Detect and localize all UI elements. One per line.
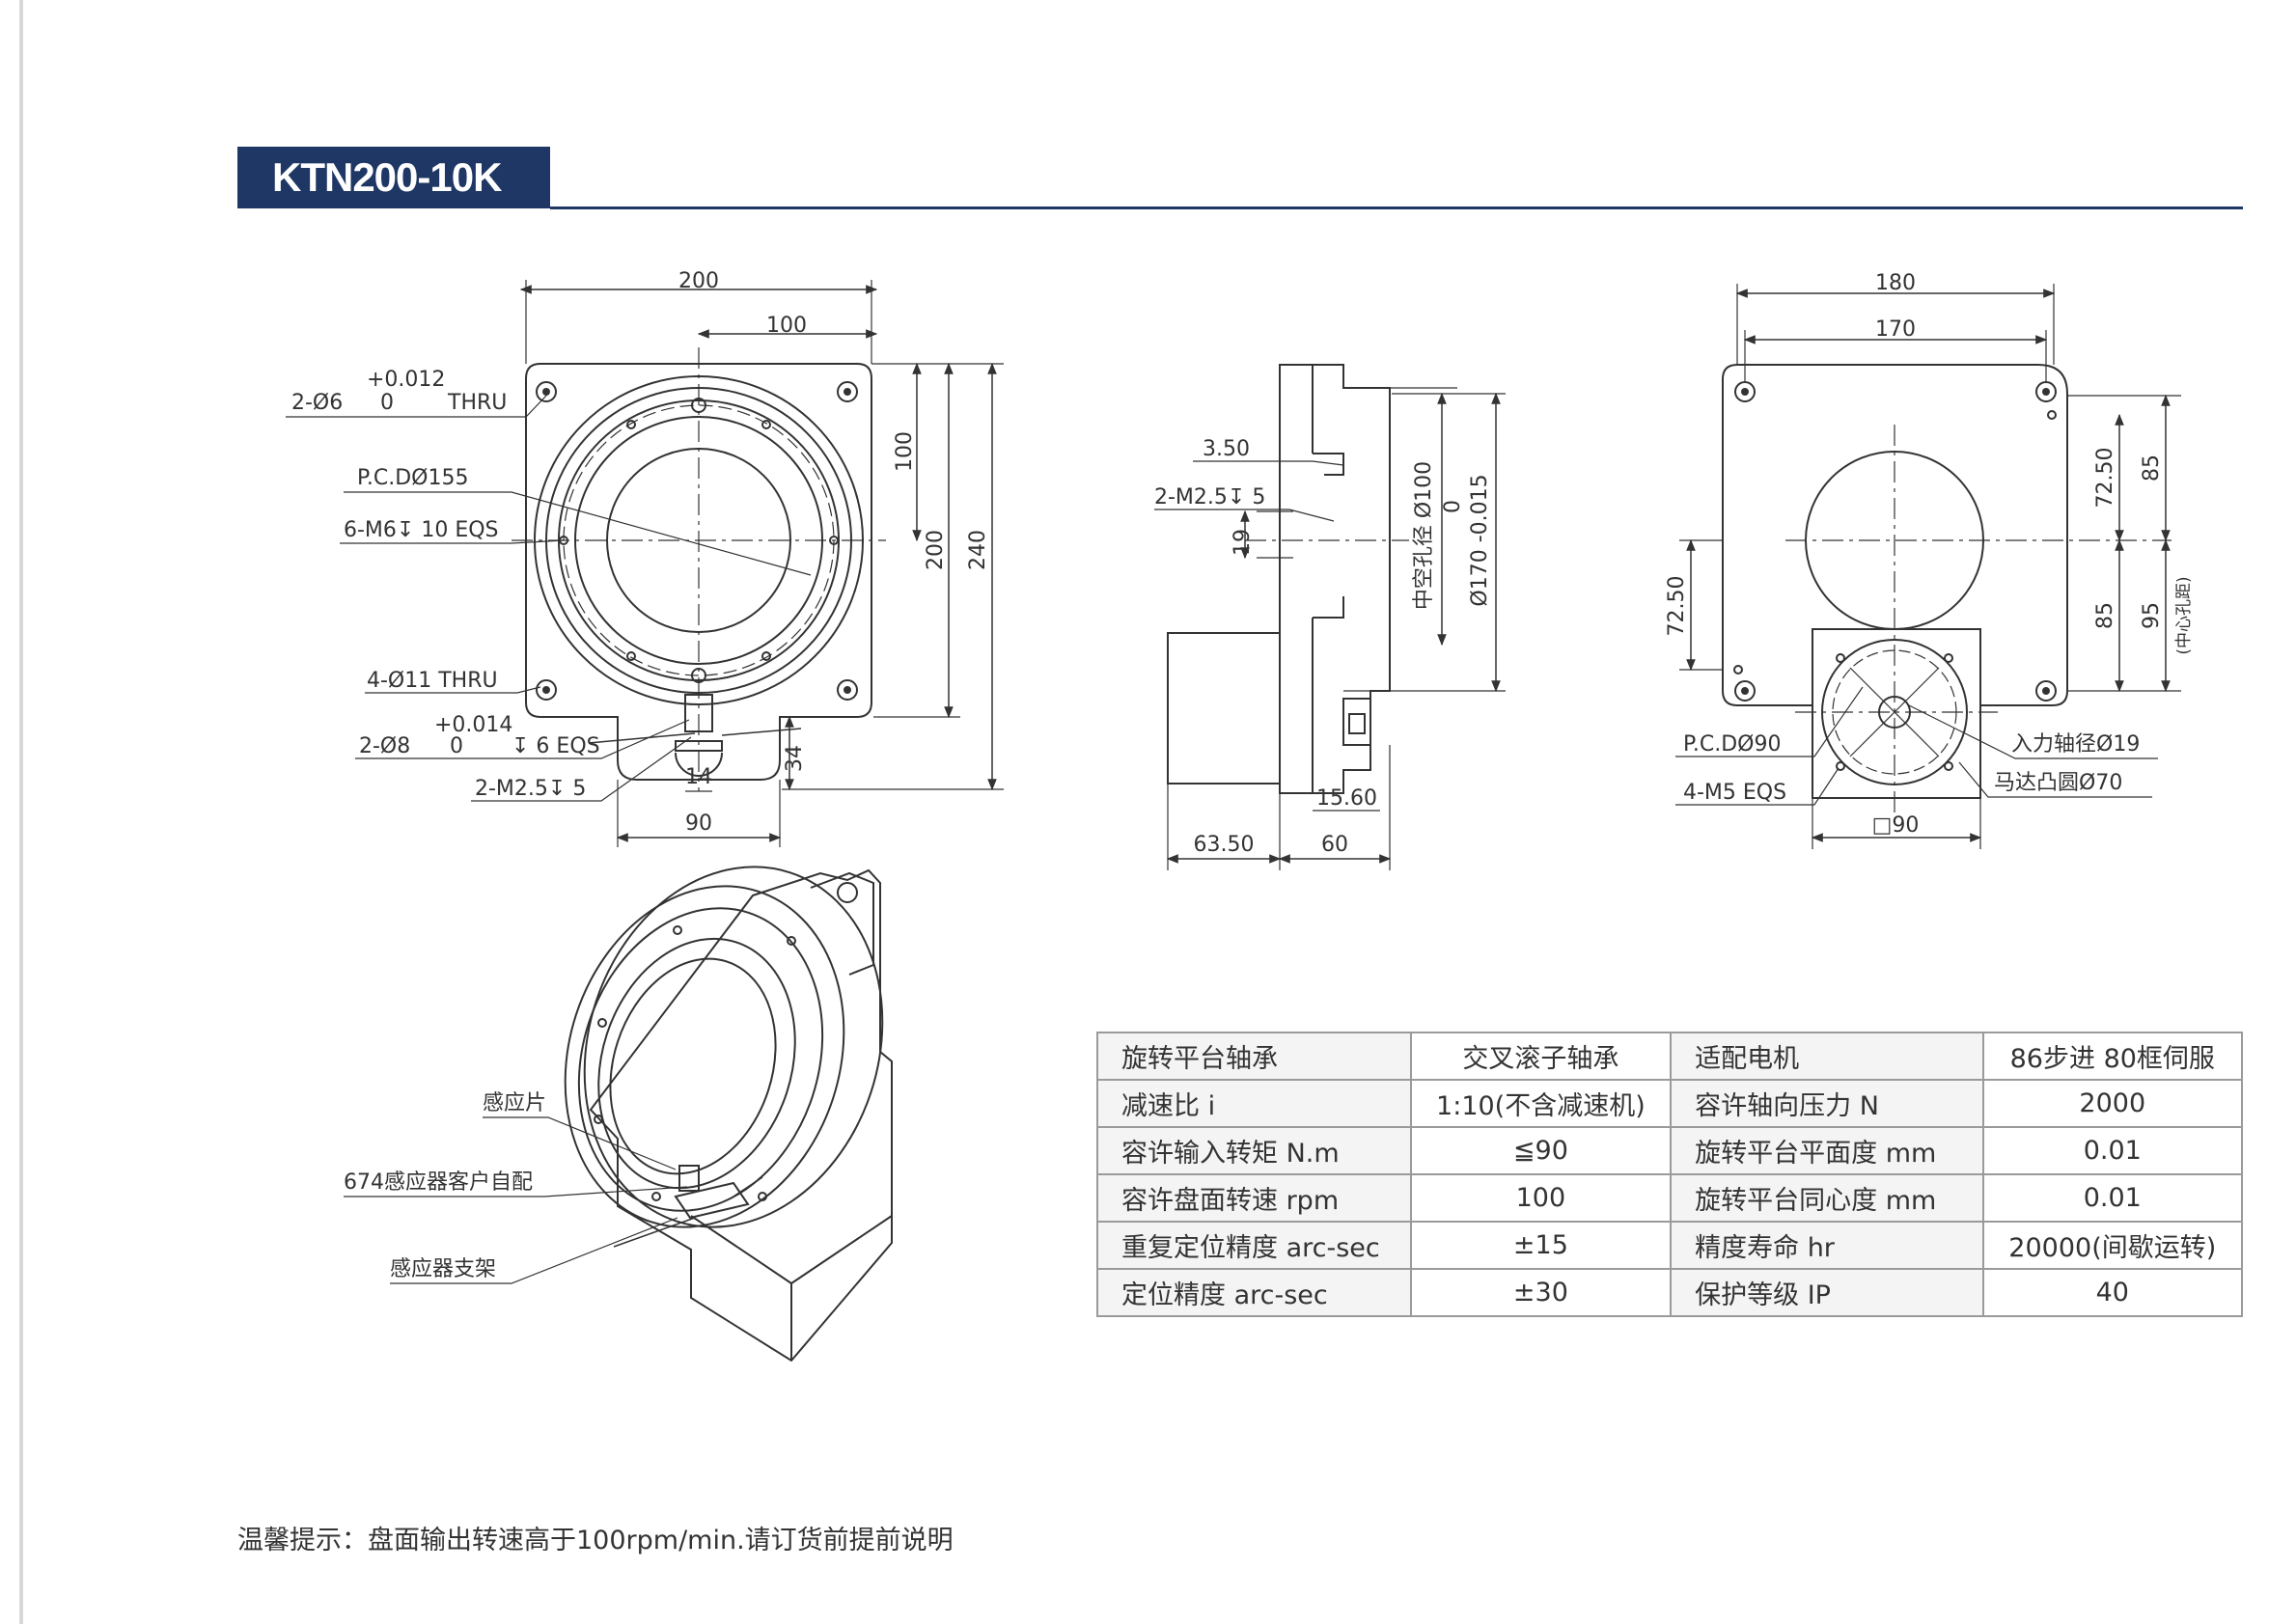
table-row: 定位精度 arc-sec ±30 保护等级 IP 40 [1096,1268,2244,1317]
dim-15-60: 15.60 [1316,786,1377,811]
dim-100-half: 100 [766,314,807,338]
hole6-prefix: 2-Ø6 [291,391,343,415]
spec-label: 定位精度 arc-sec [1096,1268,1412,1317]
m25-side-label: 2-M2.5↧ 5 [1154,485,1265,509]
dim-200-height: 200 [924,530,948,570]
spec-label: 精度寿命 hr [1670,1221,1984,1270]
spec-value: 86步进 80框伺服 [1981,1032,2244,1081]
sensor-plate-label: 感应片 [483,1091,546,1115]
spec-label: 旋转平台平面度 mm [1670,1126,1984,1175]
dim-19: 19 [1231,529,1255,556]
spec-value: ±30 [1409,1268,1673,1317]
spec-value: 0.01 [1981,1126,2244,1175]
dim-14: 14 [685,765,712,789]
dim-240-height: 240 [966,530,990,570]
sensor-bracket-label: 感应器支架 [390,1257,496,1281]
hole8-prefix: 2-Ø8 [359,734,410,758]
m25-front-label: 2-M2.5↧ 5 [475,777,586,801]
spec-label: 容许盘面转速 rpm [1096,1173,1412,1223]
spec-value: ≦90 [1409,1126,1673,1175]
hole6-thru: THRU [447,391,507,415]
side-view-labels: 3.50 2-M2.5↧ 5 19 中空孔径 Ø100 0 Ø170 -0.01… [1154,437,1492,857]
dim-90: 90 [685,812,712,836]
header-rule [550,206,2243,209]
spec-value: 2000 [1981,1079,2244,1128]
spec-label: 旋转平台同心度 mm [1670,1173,1984,1223]
isometric-view [344,866,893,1363]
model-header: KTN200-10K [237,147,2243,210]
back-view-labels: 180 170 72.50 85 85 95 (中心孔距) 72.50 P.C.… [1665,271,2194,838]
dim-85-top: 85 [2140,454,2164,482]
side-view [1154,364,1506,870]
m5-label: 4-M5 EQS [1683,781,1786,805]
dim-95: 95 [2140,602,2164,629]
dim-72-50-left: 72.50 [1665,576,1689,637]
spec-value: 100 [1409,1173,1673,1223]
dim-72-50-right: 72.50 [2093,448,2117,509]
spec-value: 40 [1981,1268,2244,1317]
m6-label: 6-M6↧ 10 EQS [344,518,499,542]
table-row: 减速比 i 1:10(不含减速机) 容许轴向压力 N 2000 [1096,1079,2244,1128]
spec-label: 减速比 i [1096,1079,1412,1128]
table-row: 容许输入转矩 N.m ≦90 旋转平台平面度 mm 0.01 [1096,1126,2244,1175]
dim-85-bottom: 85 [2093,602,2117,629]
dim-180: 180 [1875,271,1916,295]
spec-value: ±15 [1409,1221,1673,1270]
motor-boss-label: 马达凸圆Ø70 [1994,771,2122,795]
pcd155-label: P.C.DØ155 [357,466,468,490]
specification-table: 旋转平台轴承 交叉滚子轴承 适配电机 86步进 80框伺服 减速比 i 1:10… [1096,1032,2244,1317]
spec-value: 1:10(不含减速机) [1409,1079,1673,1128]
hole8-depth: ↧ 6 EQS [512,734,600,758]
spec-label: 重复定位精度 arc-sec [1096,1221,1412,1270]
table-row: 旋转平台轴承 交叉滚子轴承 适配电机 86步进 80框伺服 [1096,1032,2244,1081]
dim-170: 170 [1875,317,1916,342]
spec-value: 交叉滚子轴承 [1409,1032,1673,1081]
hole6-zero: 0 [380,391,394,415]
dim-63-50: 63.50 [1194,833,1255,857]
hole8-zero: 0 [450,734,463,758]
sensor-674-label: 674感应器客户自配 [344,1170,533,1195]
dim-34: 34 [783,745,807,772]
table-row: 容许盘面转速 rpm 100 旋转平台同心度 mm 0.01 [1096,1173,2244,1223]
spec-label: 容许输入转矩 N.m [1096,1126,1412,1175]
spec-label: 保护等级 IP [1670,1268,1984,1317]
dim-60: 60 [1321,833,1348,857]
page-left-rule [19,0,23,1624]
square-90-label: □90 [1872,813,1920,838]
front-view-labels: 200 100 +0.012 2-Ø6 0 THRU P.C.DØ155 6-M… [291,269,990,836]
model-title: KTN200-10K [237,147,550,208]
spec-value: 0.01 [1981,1173,2244,1223]
spec-label: 适配电机 [1670,1032,1984,1081]
hollow-bore: 中空孔径 Ø100 [1412,461,1436,610]
hole8-tolerance: +0.014 [434,713,512,737]
spec-value: 20000(间歇运转) [1981,1221,2244,1270]
dim-100-upper: 100 [893,431,917,472]
hole11-label: 4-Ø11 THRU [367,669,498,693]
pcd90-label: P.C.DØ90 [1683,732,1781,757]
d170-label: Ø170 -0.015 [1468,474,1492,606]
d170-zero: 0 [1441,500,1465,513]
spec-label: 旋转平台轴承 [1096,1032,1412,1081]
hole6-tolerance: +0.012 [367,368,445,392]
spec-label: 容许轴向压力 N [1670,1079,1984,1128]
front-view [286,280,1004,847]
dim-200-width: 200 [678,269,719,293]
back-view [1675,284,2181,849]
input-shaft-label: 入力轴径Ø19 [2011,732,2140,757]
center-distance-note: (中心孔距) [2174,576,2194,654]
isometric-view-labels: 感应片 674感应器客户自配 感应器支架 [344,1091,546,1281]
table-row: 重复定位精度 arc-sec ±15 精度寿命 hr 20000(间歇运转) [1096,1221,2244,1270]
ordering-note: 温馨提示：盘面输出转速高于100rpm/min.请订货前提前说明 [237,1526,954,1555]
dim-3-50: 3.50 [1203,437,1250,461]
